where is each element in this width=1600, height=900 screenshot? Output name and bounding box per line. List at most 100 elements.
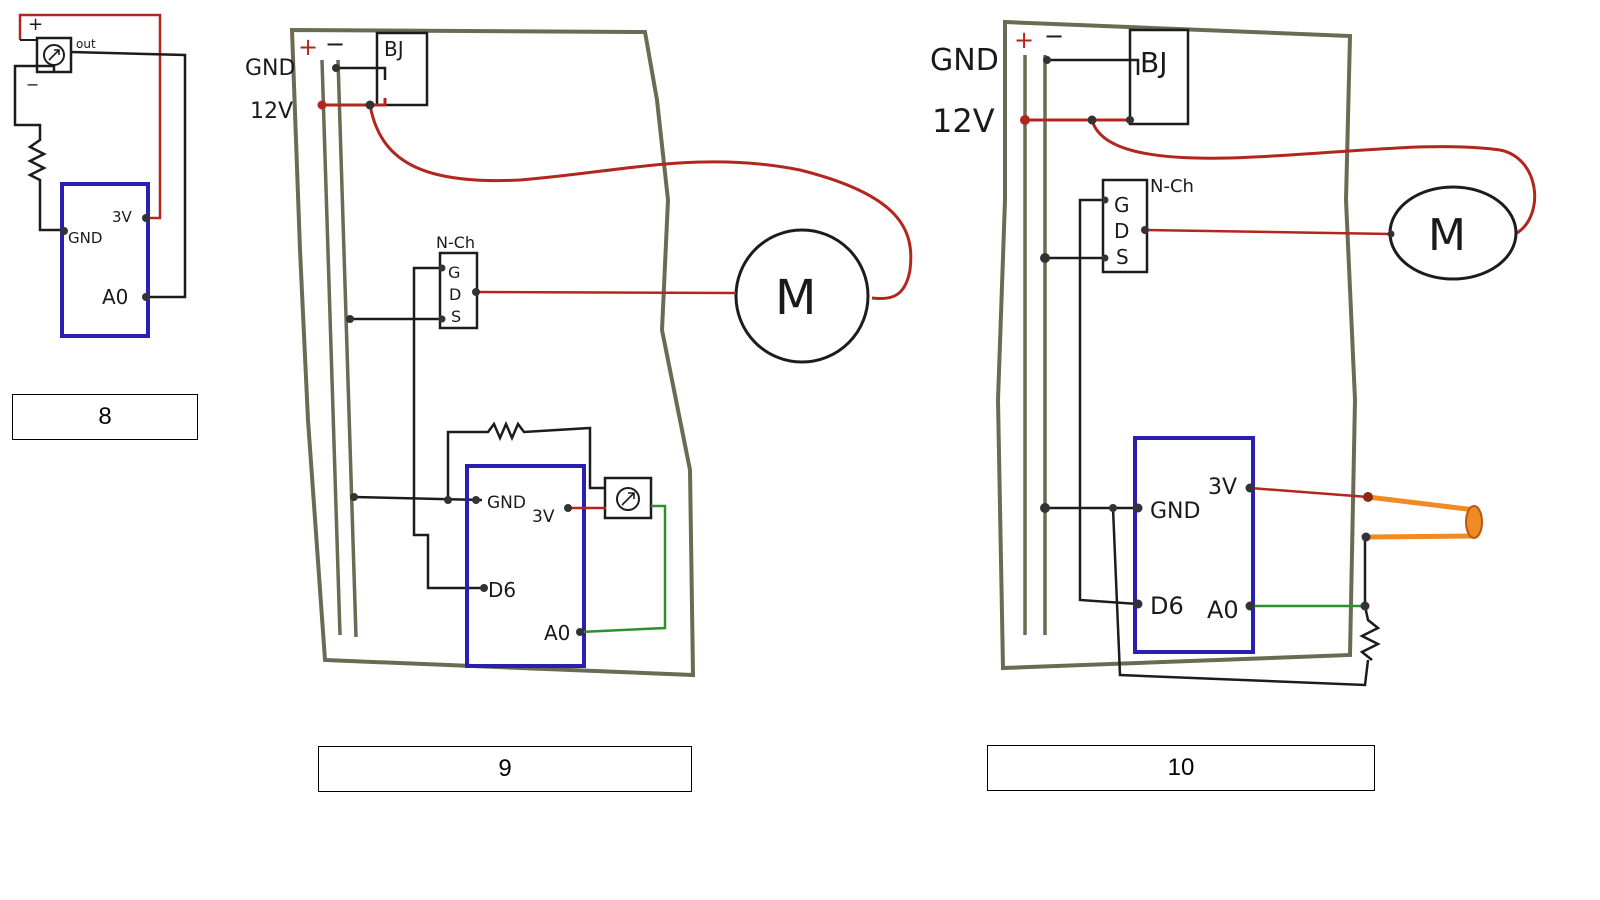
label-12v: 12V bbox=[250, 99, 293, 124]
caption-box-8: 8 bbox=[12, 394, 198, 440]
node-dot bbox=[1245, 601, 1255, 611]
node-dot bbox=[1020, 115, 1030, 125]
arduino-board bbox=[60, 182, 150, 338]
force-sensor bbox=[1465, 505, 1483, 539]
diagram-10: GND 12V + − BJ N-Ch G D S M GND 3V D6 A0 bbox=[930, 19, 1537, 687]
node-dot bbox=[1087, 115, 1097, 125]
node-dot bbox=[438, 315, 446, 323]
label-d: D bbox=[449, 285, 461, 304]
label-arduino-3v: 3V bbox=[1208, 475, 1237, 500]
node-dot bbox=[1387, 230, 1395, 238]
node-dot bbox=[1141, 226, 1149, 234]
sensor-icon bbox=[616, 487, 640, 511]
node-dot bbox=[350, 493, 358, 501]
breadboard-outline bbox=[995, 19, 1358, 671]
label-plus: + bbox=[298, 33, 318, 61]
label-g: G bbox=[1114, 193, 1130, 217]
pin-3v-dot bbox=[142, 214, 150, 222]
sensor-arrow-icon bbox=[48, 49, 60, 61]
motor-red-wire bbox=[368, 104, 913, 301]
label-gnd: GND bbox=[68, 229, 102, 247]
mosfet-gate-wire bbox=[412, 266, 484, 590]
label-motor: M bbox=[1428, 210, 1466, 261]
node-dot bbox=[1133, 599, 1143, 609]
node-dot bbox=[472, 496, 480, 504]
ground-wire bbox=[13, 64, 62, 232]
node-dot bbox=[1361, 532, 1371, 542]
label-gnd: GND bbox=[930, 43, 999, 78]
label-out: out bbox=[76, 37, 96, 51]
caption-box-10: 10 bbox=[987, 745, 1375, 791]
bj-ground-wire bbox=[336, 66, 387, 80]
rail-plus bbox=[320, 59, 342, 636]
sensor-arrow-icon bbox=[621, 492, 635, 506]
node-dot bbox=[1101, 196, 1109, 204]
sensor-lead-top bbox=[1367, 494, 1476, 513]
label-arduino-a0: A0 bbox=[1207, 596, 1239, 624]
label-minus: − bbox=[26, 75, 39, 94]
label-bj: BJ bbox=[1140, 46, 1167, 79]
label-d: D bbox=[1114, 219, 1129, 243]
node-dot bbox=[564, 504, 572, 512]
diagram-8: + − out GND 3V A0 bbox=[13, 13, 187, 338]
sensor-3v-wire bbox=[1249, 486, 1369, 499]
node-dot bbox=[576, 628, 584, 636]
pin-gnd-dot bbox=[60, 227, 68, 235]
node-dot bbox=[1245, 483, 1255, 493]
caption-box-9: 9 bbox=[318, 746, 692, 792]
label-g: G bbox=[448, 263, 460, 282]
motor-drain-wire bbox=[1144, 228, 1392, 236]
label-arduino-gnd: GND bbox=[1150, 499, 1200, 524]
sensor-lead-bottom bbox=[1366, 533, 1476, 540]
diagram-9: GND 12V + − BJ N-Ch G D S M GND 3V D6 A0 bbox=[245, 27, 913, 678]
label-a0: A0 bbox=[102, 285, 128, 309]
node-dot bbox=[1133, 503, 1143, 513]
pin-a0-dot bbox=[142, 293, 150, 301]
node-dot bbox=[1040, 253, 1050, 263]
label-arduino-a0: A0 bbox=[544, 621, 570, 645]
resistor-wire bbox=[446, 420, 605, 500]
bj-ground-wire bbox=[1047, 58, 1140, 75]
label-nch: N-Ch bbox=[436, 233, 475, 252]
node-dot bbox=[332, 64, 340, 72]
node-dot bbox=[1126, 116, 1134, 124]
arduino-board bbox=[465, 464, 586, 668]
node-dot bbox=[317, 100, 327, 110]
label-gnd: GND bbox=[245, 56, 295, 81]
label-motor: M bbox=[775, 270, 816, 326]
mosfet bbox=[438, 251, 479, 330]
node-dot bbox=[1109, 504, 1117, 512]
label-arduino-3v: 3V bbox=[532, 507, 555, 527]
mosfet-gate-wire bbox=[1078, 198, 1139, 606]
label-arduino-gnd: GND bbox=[487, 493, 526, 513]
label-s: S bbox=[1116, 245, 1129, 269]
label-arduino-d6: D6 bbox=[1150, 592, 1184, 620]
arduino-gnd-wire bbox=[353, 495, 483, 502]
arduino-board bbox=[1133, 436, 1255, 654]
rail-minus bbox=[336, 59, 358, 638]
node-dot bbox=[1360, 601, 1370, 611]
label-minus: − bbox=[1044, 22, 1064, 50]
label-3v: 3V bbox=[112, 208, 133, 226]
barrel-jack bbox=[1128, 28, 1190, 126]
label-bj: BJ bbox=[384, 37, 404, 61]
node-dot bbox=[346, 315, 354, 323]
sensor-a0-wire bbox=[579, 504, 667, 634]
label-arduino-d6: D6 bbox=[488, 578, 516, 602]
node-dot bbox=[438, 264, 446, 272]
motor-drain-wire bbox=[475, 290, 737, 295]
node-dot bbox=[480, 584, 488, 592]
node-dot bbox=[1101, 254, 1109, 262]
breadboard-outline bbox=[289, 27, 696, 678]
node-dot bbox=[1043, 56, 1051, 64]
node-dot bbox=[365, 100, 375, 110]
mosfet bbox=[1101, 178, 1149, 274]
motor bbox=[734, 228, 870, 364]
node-dot bbox=[1363, 492, 1373, 502]
bj-12v-wire bbox=[322, 98, 387, 107]
ground-return-wire bbox=[1111, 507, 1370, 687]
signal-wire-a0 bbox=[70, 50, 187, 299]
label-nch: N-Ch bbox=[1150, 176, 1194, 197]
sensor-return-wire bbox=[1359, 535, 1381, 661]
